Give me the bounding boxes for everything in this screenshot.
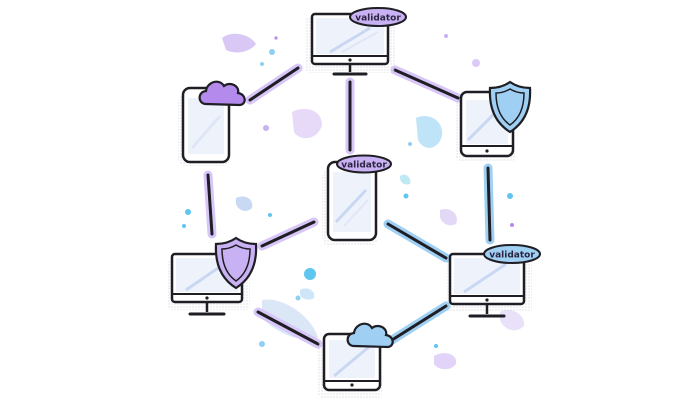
decorative-splotches xyxy=(222,33,525,370)
validator-label: validator xyxy=(489,251,535,261)
link-shieldphone-rightmonitor xyxy=(486,166,492,242)
validator-badge: validator xyxy=(336,154,392,174)
right-monitor: validator xyxy=(446,244,541,318)
cloud-icon xyxy=(198,80,246,107)
validator-label: validator xyxy=(355,14,401,24)
link-leftmonitor-tablet xyxy=(256,310,320,346)
right-phone-shield xyxy=(456,80,532,162)
left-monitor-shield xyxy=(168,236,258,316)
decorative-dots xyxy=(182,34,514,348)
top-monitor: validator xyxy=(306,7,407,76)
left-phone-cloud xyxy=(178,80,246,166)
link-top-shieldphone xyxy=(393,68,460,100)
validator-badge: validator xyxy=(349,7,407,27)
connections xyxy=(203,63,495,349)
center-phone: validator xyxy=(322,154,392,246)
link-tablet-rightmonitor xyxy=(390,304,448,342)
link-leftmonitor-center xyxy=(260,220,316,248)
shield-icon xyxy=(214,236,258,290)
link-cloudphone-leftmonitor xyxy=(206,173,214,236)
shield-icon xyxy=(488,80,532,134)
bottom-tablet-cloud xyxy=(318,322,394,398)
cloud-icon xyxy=(346,322,394,349)
link-center-rightmonitor xyxy=(386,222,448,260)
link-cloudphone-top xyxy=(248,66,300,102)
validator-label: validator xyxy=(341,161,387,171)
validator-badge: validator xyxy=(483,244,541,264)
